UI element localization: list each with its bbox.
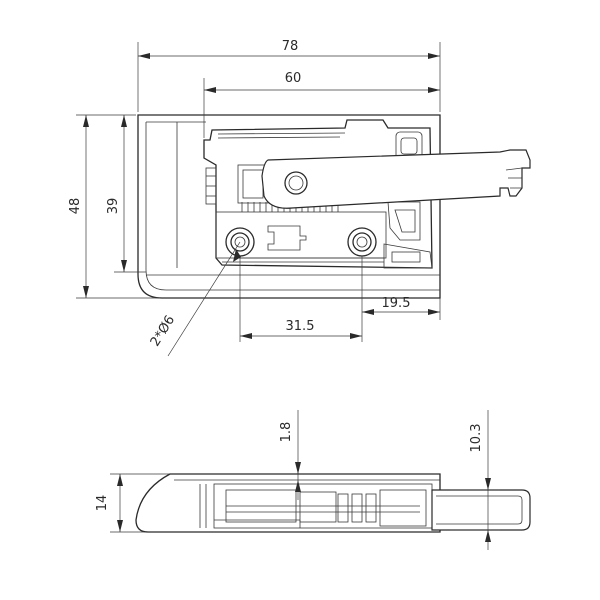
side-lever xyxy=(431,489,531,531)
center-cutout xyxy=(267,225,307,251)
lever-arm xyxy=(261,149,531,209)
dim-overall-height: 48 xyxy=(68,198,83,215)
right-catch xyxy=(383,243,433,269)
lever-hook xyxy=(505,167,523,189)
right-latch-mid xyxy=(387,201,421,241)
lever-pivot xyxy=(284,171,308,195)
dim-side-height: 14 xyxy=(95,495,110,512)
housing-inner-lip xyxy=(145,122,440,291)
housing-outline xyxy=(137,114,441,299)
top-view: 78 60 48 39 19.5 31.5 xyxy=(68,39,531,357)
side-view: 14 1.8 10.3 xyxy=(95,410,531,550)
mounting-hole-right xyxy=(347,227,377,257)
dim-right-offset: 19.5 xyxy=(382,296,411,311)
dim-holes: 2*Ø6 xyxy=(148,313,178,349)
side-body xyxy=(135,473,441,533)
dim-gap-small: 1.8 xyxy=(279,422,294,443)
mechanism-top-edge xyxy=(217,132,346,139)
dim-overall-width: 78 xyxy=(282,39,299,54)
dim-inner-width: 60 xyxy=(285,71,302,86)
dim-hole-spacing: 31.5 xyxy=(286,319,315,334)
dim-gap-lever: 10.3 xyxy=(469,424,484,453)
dim-inner-height: 39 xyxy=(106,198,121,215)
